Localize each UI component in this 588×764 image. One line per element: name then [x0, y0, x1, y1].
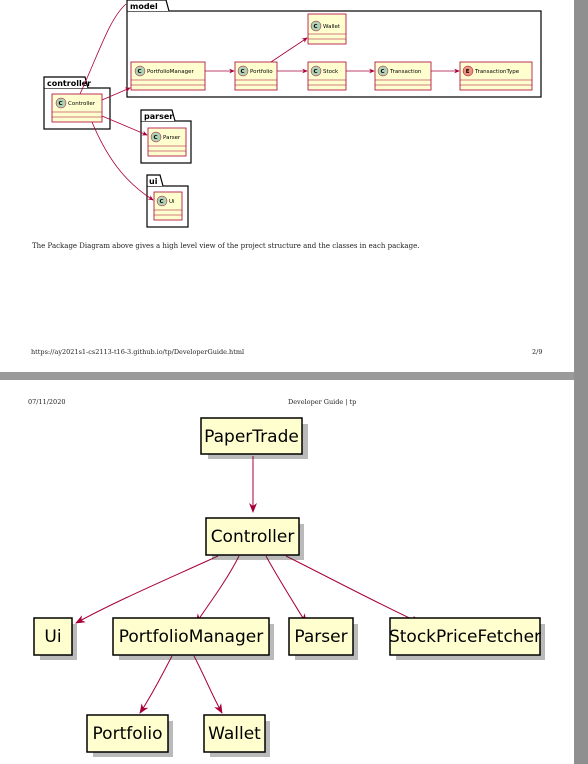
ui-package-label: ui — [149, 177, 158, 186]
package-diagram: model controller parser ui C Wallet — [43, 0, 542, 228]
node-wallet: Wallet — [203, 714, 270, 757]
package-diagram-arrows — [79, 3, 460, 201]
node-stock-price-fetcher: StockPriceFetcher — [389, 617, 545, 660]
svg-text:Ui: Ui — [44, 627, 61, 647]
svg-text:StockPriceFetcher: StockPriceFetcher — [389, 627, 541, 647]
svg-text:E: E — [466, 69, 470, 75]
enum-e-icon — [462, 65, 474, 77]
class-c-icon — [310, 20, 322, 32]
class-c-icon — [134, 65, 146, 77]
svg-text:C: C — [160, 199, 164, 205]
pdf-page-2: model controller parser ui C Wallet — [0, 0, 574, 372]
svg-text:PortfolioManager: PortfolioManager — [147, 69, 194, 75]
class-c-icon — [377, 65, 389, 77]
svg-text:C: C — [314, 24, 318, 30]
node-portfolio-manager: PortfolioManager — [112, 617, 274, 660]
svg-text:PortfolioManager: PortfolioManager — [119, 627, 263, 647]
svg-text:C: C — [138, 69, 142, 75]
header-title: Developer Guide | tp — [288, 398, 357, 406]
svg-text:Controller: Controller — [211, 527, 295, 547]
architecture-diagram: PaperTrade Controller Ui PortfolioManage… — [33, 417, 545, 757]
svg-text:C: C — [381, 69, 385, 75]
class-controller: C Controller — [51, 93, 103, 123]
svg-text:Ui: Ui — [169, 199, 175, 205]
svg-text:Wallet: Wallet — [323, 24, 341, 30]
controller-package-label: controller — [47, 79, 91, 88]
class-wallet: C Wallet — [307, 13, 347, 45]
node-papertrade: PaperTrade — [200, 417, 308, 459]
node-controller: Controller — [205, 517, 304, 560]
pdf-page-3: 07/11/2020 Developer Guide | tp PaperTra… — [0, 380, 574, 764]
svg-text:Parser: Parser — [163, 135, 181, 141]
svg-text:C: C — [241, 69, 245, 75]
class-stock: C Stock — [307, 61, 347, 91]
package-diagram-caption: The Package Diagram above gives a high l… — [32, 242, 420, 250]
node-portfolio: Portfolio — [86, 714, 173, 757]
svg-text:C: C — [59, 101, 63, 107]
header-date: 07/11/2020 — [28, 398, 66, 406]
footer-url: https://ay2021s1-cs2113-t16-3.github.io/… — [31, 348, 245, 356]
svg-text:Transaction: Transaction — [389, 69, 422, 75]
class-transaction: C Transaction — [374, 61, 432, 91]
svg-text:Controller: Controller — [68, 101, 96, 107]
class-c-icon — [310, 65, 322, 77]
node-ui: Ui — [33, 617, 77, 660]
footer-page-number: 2/9 — [532, 348, 543, 356]
svg-text:Portfolio: Portfolio — [93, 724, 163, 744]
class-c-icon — [55, 97, 67, 109]
node-parser: Parser — [288, 617, 358, 660]
class-ui: C Ui — [153, 191, 183, 221]
parser-package-label: parser — [144, 112, 173, 121]
model-package-label: model — [130, 2, 158, 11]
svg-text:C: C — [314, 69, 318, 75]
class-c-icon — [237, 65, 249, 77]
viewer-scrollbar[interactable] — [574, 0, 588, 764]
architecture-arrows — [75, 456, 421, 714]
class-portfolio: C Portfolio — [234, 61, 278, 91]
svg-text:Stock: Stock — [323, 69, 339, 75]
svg-text:TransactionType: TransactionType — [474, 69, 520, 75]
svg-text:Wallet: Wallet — [208, 724, 261, 744]
class-portfolio-manager: C PortfolioManager — [130, 61, 206, 91]
svg-text:Portfolio: Portfolio — [250, 69, 273, 75]
svg-text:PaperTrade: PaperTrade — [204, 427, 299, 447]
class-c-icon — [150, 131, 162, 143]
enum-transaction-type: E TransactionType — [459, 61, 533, 91]
svg-text:C: C — [154, 135, 158, 141]
class-c-icon — [156, 195, 168, 207]
class-parser: C Parser — [147, 127, 187, 157]
svg-text:Parser: Parser — [294, 627, 347, 647]
